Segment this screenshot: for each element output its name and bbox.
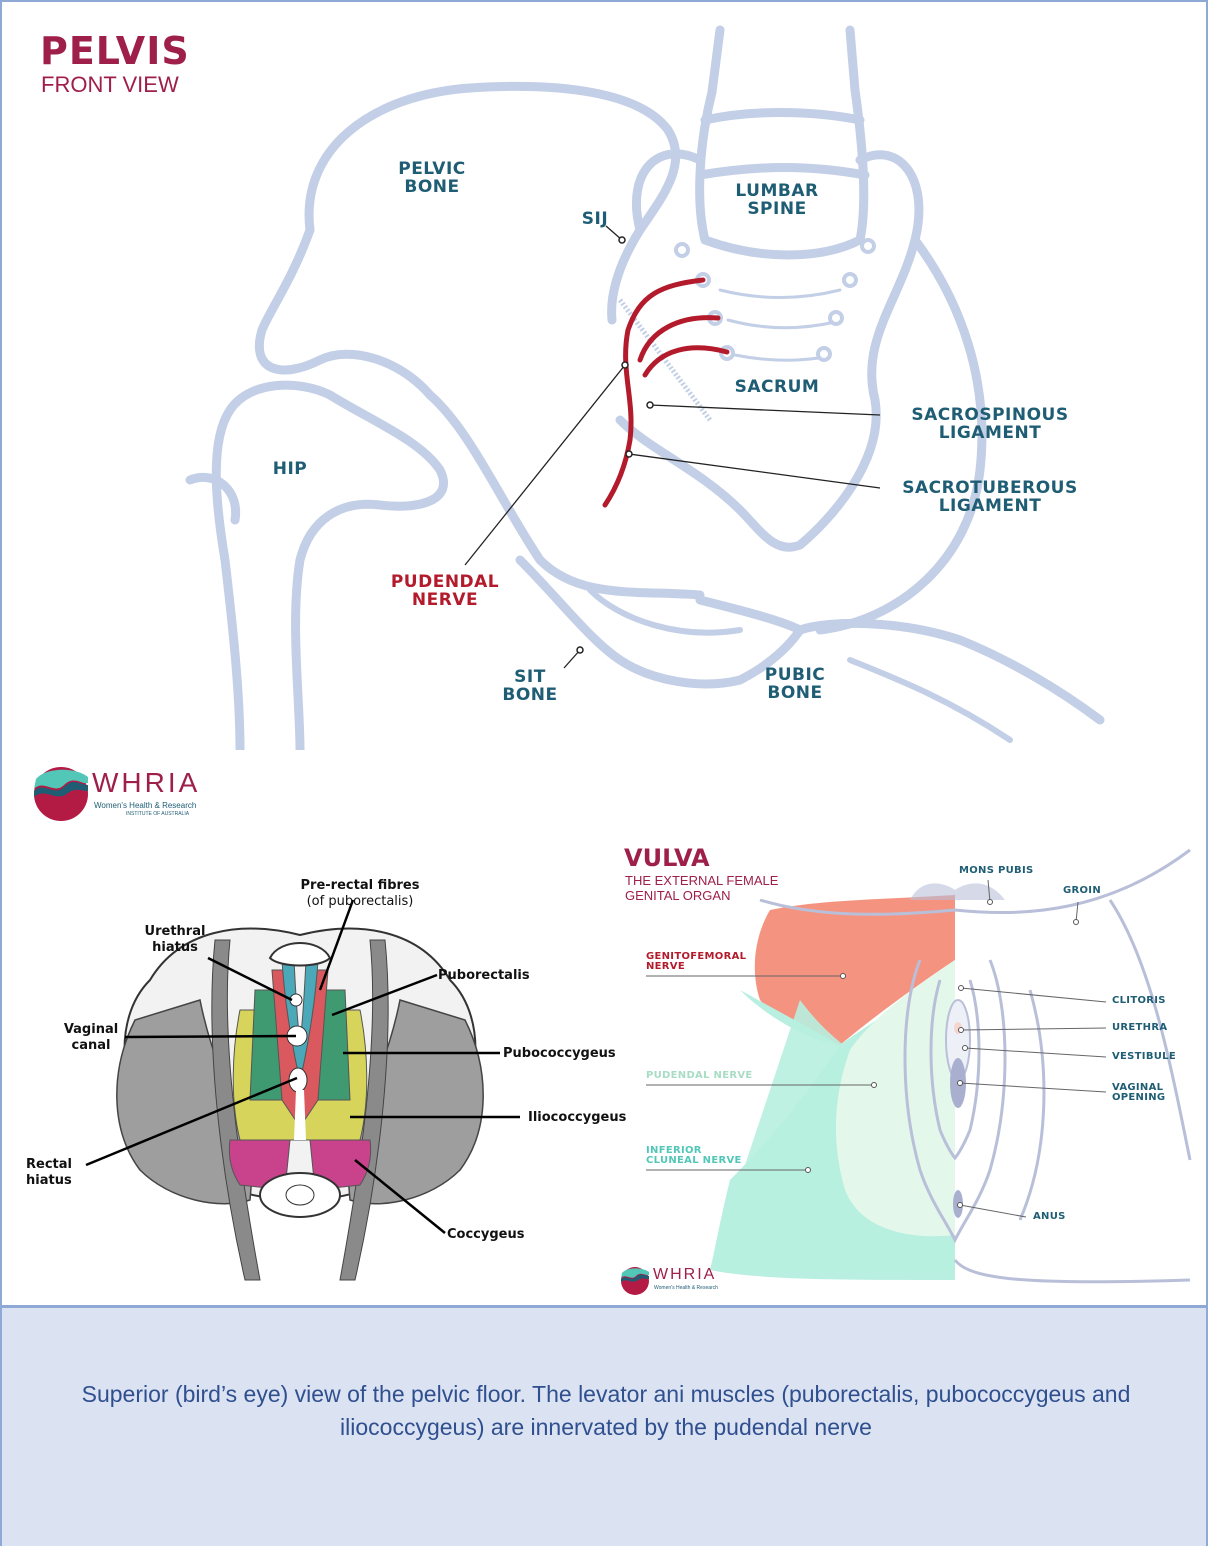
whria-logo-line2: INSTITUTE OF AUSTRALIA [126, 811, 189, 817]
whria-logo-line1: Women's Health & Research [94, 801, 196, 810]
label-prerectal-fibres: Pre-rectal fibres (of puborectalis) [300, 878, 420, 910]
label-vaginal-opening: VAGINAL OPENING [1112, 1083, 1165, 1103]
pelvis-title: PELVIS [40, 32, 190, 70]
label-rectal-hiatus: Rectal hiatus [26, 1157, 82, 1189]
vulva-title: VULVA [624, 846, 710, 870]
label-pudendal-nerve: PUDENDAL NERVE [385, 573, 505, 609]
pelvic-bone-outline [309, 86, 676, 320]
label-puborectalis: Puborectalis [438, 968, 534, 984]
pelvic-floor-diagram: Pre-rectal fibres (of puborectalis) Uret… [0, 840, 610, 1305]
pelvis-diagram: PELVIS FRONT VIEW PELVIC BONE LUMBAR SPI… [0, 0, 1208, 750]
label-sacrotuberous-ligament: SACROTUBEROUS LIGAMENT [885, 479, 1095, 515]
whria-logo-name: WHRIA [92, 767, 200, 799]
whria-logo-small-name: WHRIA [653, 1266, 716, 1284]
label-coccygeus: Coccygeus [447, 1227, 529, 1243]
hip-outline [230, 385, 444, 750]
label-anus: ANUS [1033, 1212, 1066, 1222]
label-hip: HIP [262, 460, 318, 478]
label-lumbar-spine: LUMBAR SPINE [722, 182, 832, 218]
label-prerectal-fibres-note: (of puborectalis) [300, 894, 420, 910]
label-clitoris: CLITORIS [1112, 996, 1166, 1006]
pelvis-illustration [0, 0, 1208, 750]
label-sacrospinous-ligament: SACROSPINOUS LIGAMENT [895, 406, 1085, 442]
label-sacrum: SACRUM [722, 378, 832, 396]
whria-logo-small-mark [620, 1266, 650, 1296]
label-sit-bone: SIT BONE [493, 668, 567, 704]
label-pelvic-bone: PELVIC BONE [392, 160, 472, 196]
whria-logo: WHRIA Women's Health & Research INSTITUT… [32, 765, 232, 825]
caption-box: Superior (bird’s eye) view of the pelvic… [0, 1305, 1208, 1546]
whria-logo-mark [32, 765, 90, 823]
pelvis-subtitle: FRONT VIEW [41, 74, 179, 96]
label-urethra: URETHRA [1112, 1023, 1167, 1033]
label-prerectal-fibres-text: Pre-rectal fibres [300, 878, 420, 894]
label-genitofemoral-nerve: GENITOFEMORAL NERVE [646, 952, 746, 972]
label-pudendal-nerve-vulva: PUDENDAL NERVE [646, 1071, 753, 1081]
vulva-diagram: VULVA THE EXTERNAL FEMALE GENITAL ORGAN … [610, 840, 1206, 1305]
label-mons-pubis: MONS PUBIS [959, 866, 1034, 876]
label-pubococcygeus: Pubococcygeus [503, 1046, 609, 1062]
whria-logo-small-line1: Women's Health & Research [654, 1285, 718, 1291]
label-pubic-bone: PUBIC BONE [752, 666, 838, 702]
figure-caption: Superior (bird’s eye) view of the pelvic… [42, 1378, 1170, 1444]
label-vaginal-canal: Vaginal canal [56, 1022, 126, 1054]
label-groin: GROIN [1063, 886, 1101, 896]
lumbar-spine-outline [712, 30, 855, 92]
label-urethral-hiatus: Urethral hiatus [132, 924, 218, 956]
label-vestibule: VESTIBULE [1112, 1052, 1176, 1062]
label-iliococcygeus: Iliococcygeus [528, 1110, 610, 1126]
whria-logo-small: WHRIA Women's Health & Research [620, 1266, 740, 1298]
label-sij: SIJ [580, 210, 610, 228]
vulva-subtitle: THE EXTERNAL FEMALE GENITAL ORGAN [625, 873, 825, 903]
label-inferior-cluneal-nerve: INFERIOR CLUNEAL NERVE [646, 1146, 742, 1166]
